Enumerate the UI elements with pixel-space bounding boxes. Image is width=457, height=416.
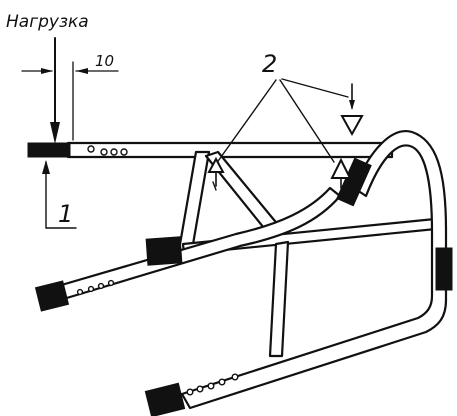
bottom-leg-adjust-holes <box>186 373 239 396</box>
front-foot-tip <box>34 280 70 312</box>
dimension-label: 10 <box>95 52 114 70</box>
center-post <box>268 240 290 358</box>
handle-end-cap <box>27 142 71 158</box>
lower-support-marker <box>330 157 352 189</box>
load-arrow <box>50 37 60 144</box>
bottom-foot-tip <box>144 382 186 416</box>
top-load-marker <box>340 83 364 137</box>
left-support-marker <box>207 156 225 191</box>
callout-1-label: 1 <box>58 200 73 228</box>
callout-1: 1 <box>42 160 77 229</box>
right-side-loop <box>180 129 448 410</box>
callout-2-label: 2 <box>262 50 277 78</box>
rear-left-leg <box>177 150 211 252</box>
right-side-grip <box>435 247 453 291</box>
rear-foot-tip <box>145 236 183 266</box>
walker-frame <box>27 129 453 416</box>
load-label: Нагрузка <box>6 12 89 32</box>
dimension-10: 10 <box>21 52 119 141</box>
front-leg-adjust-holes <box>76 279 115 296</box>
callout-2: 2 <box>215 50 349 165</box>
top-bar-adjust-holes <box>87 145 128 156</box>
